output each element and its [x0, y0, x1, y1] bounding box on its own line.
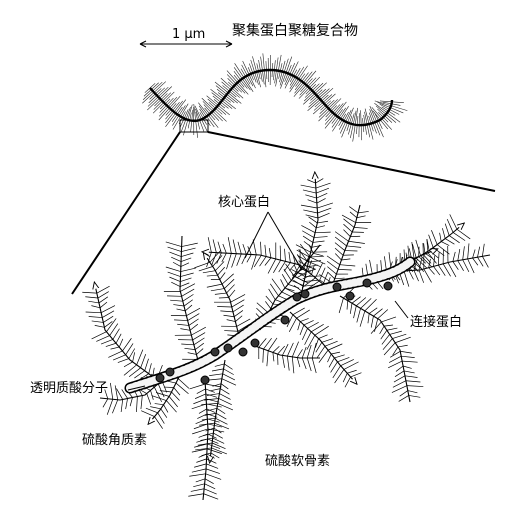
core-protein-chain: [254, 345, 320, 359]
chondroitin-sulfate-label: 硫酸软骨素: [265, 454, 331, 469]
core-protein-chain: [329, 204, 361, 293]
leader-lines: [127, 211, 409, 391]
core-protein-chain: [399, 225, 462, 269]
core-protein-label: 核心蛋白: [218, 195, 271, 210]
core-protein-chain: [205, 252, 331, 291]
core-protein-chain: [210, 359, 226, 460]
core-protein-chain: [179, 235, 201, 369]
zoom-lines: [71, 131, 496, 295]
scale-bar-label: 1 μm: [172, 27, 206, 42]
link-proteins: [155, 278, 393, 385]
complex-overview: [142, 53, 408, 142]
core-protein-chain: [205, 255, 241, 341]
title-label: 聚集蛋白聚糖复合物: [232, 23, 358, 39]
core-protein-chain: [99, 377, 166, 401]
core-protein-chain: [150, 374, 181, 422]
link-protein-label: 连接蛋白: [410, 315, 463, 330]
scale-bar: [139, 40, 233, 48]
core-protein-chain: [289, 311, 355, 382]
core-protein-chain: [202, 379, 209, 501]
zoom-region: [179, 119, 209, 133]
core-protein-chains: [82, 175, 491, 501]
keratan-sulfate-label: 硫酸角质素: [82, 433, 148, 448]
hyaluronan-label: 透明质酸分子: [30, 381, 109, 396]
